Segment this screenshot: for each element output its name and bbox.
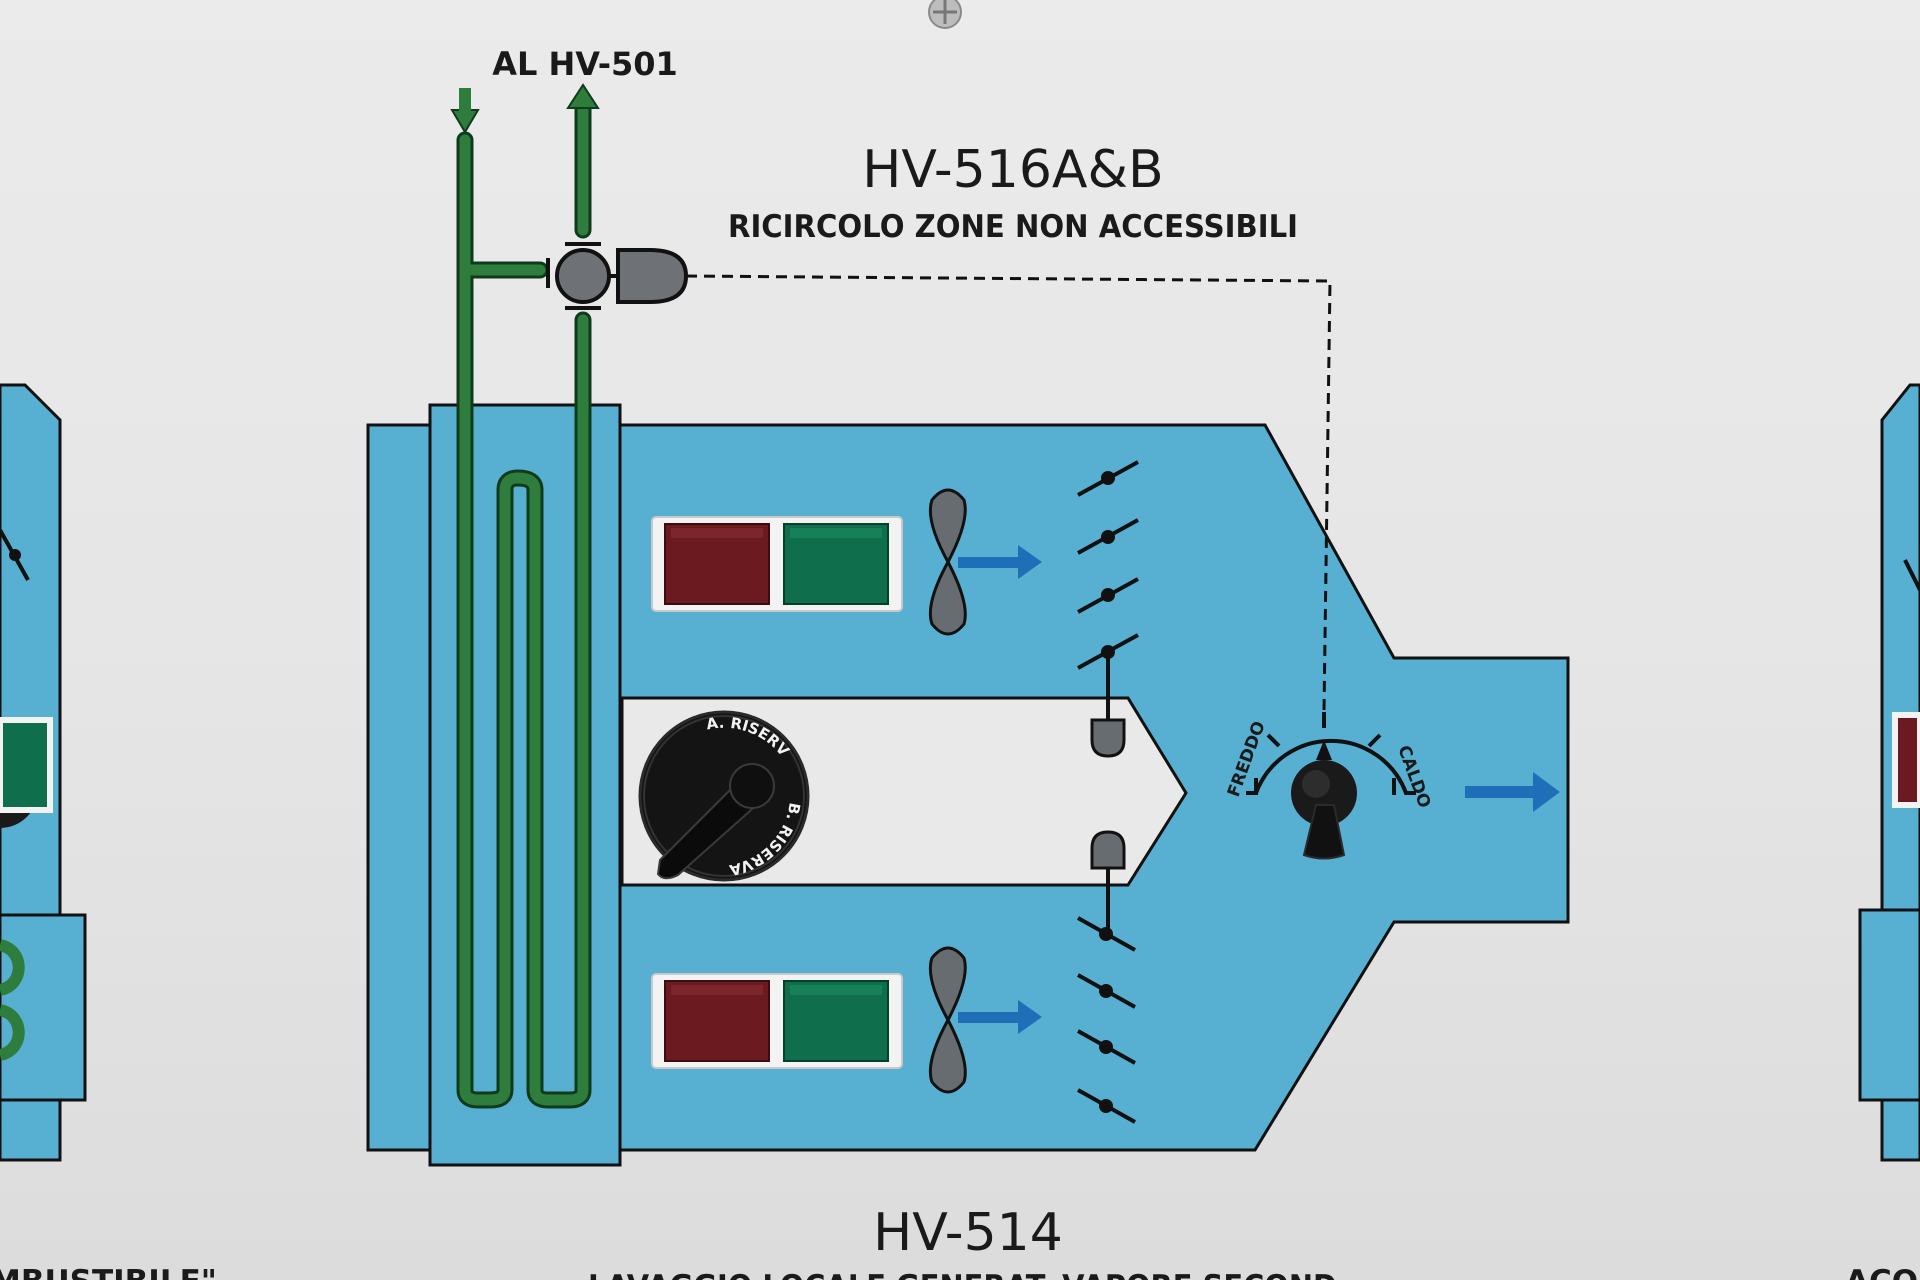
- upper-damper-actuator-icon: [1090, 718, 1126, 758]
- lower-fan-icon: [928, 946, 967, 1094]
- upper-damper-set: [1077, 460, 1139, 720]
- valve-unit-code: HV-516A&B: [862, 140, 1163, 200]
- outlet-arrow-icon: [566, 83, 600, 109]
- main-unit-code: HV-514: [873, 1203, 1063, 1263]
- left-neighbor-unit: [0, 383, 87, 1162]
- valve-actuator-icon: [616, 248, 689, 304]
- coil-piping: [456, 91, 592, 1109]
- lower-damper-actuator-icon: [1090, 830, 1126, 870]
- outlet-flow-arrow-icon: [1465, 772, 1560, 812]
- panel-screw: [928, 0, 962, 29]
- right-edge-text: ACQU: [1845, 1264, 1920, 1280]
- upper-flow-arrow-icon: [958, 545, 1042, 579]
- upper-lamp-block: [651, 516, 903, 612]
- main-unit-description: LAVAGGIO LOCALE GENERAT. VAPORE SECOND.: [588, 1269, 1348, 1280]
- right-neighbor-unit: [1858, 383, 1920, 1162]
- valve-unit-description: RICIRCOLO ZONE NON ACCESSIBILI: [728, 209, 1298, 245]
- lower-lamp-block: [651, 973, 903, 1069]
- header-label: AL HV-501: [492, 45, 678, 83]
- temperature-knob[interactable]: [1291, 740, 1357, 860]
- control-valve: [546, 242, 689, 310]
- left-edge-text: MBUSTIBILE": [0, 1264, 217, 1280]
- inlet-arrow-icon: [450, 109, 480, 134]
- upper-fan-icon: [928, 488, 967, 636]
- lower-damper-set: [1077, 868, 1136, 1124]
- lower-flow-arrow-icon: [958, 1000, 1042, 1034]
